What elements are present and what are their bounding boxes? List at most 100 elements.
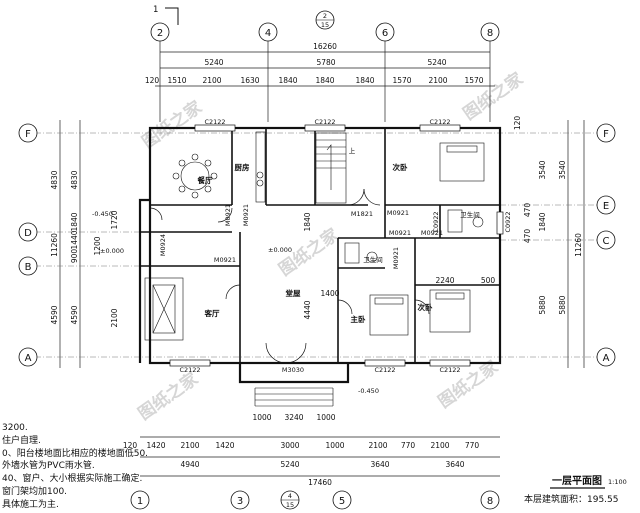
drawing-title: 一层平面图: [552, 475, 602, 487]
axis-label: 6: [382, 28, 388, 39]
dim-entry: 1000: [316, 413, 335, 422]
dim-left-inner: 4590: [70, 305, 79, 324]
stair-up-label: 上: [349, 146, 356, 155]
axis-lines: [35, 132, 605, 358]
dim-top-fine: 1840: [278, 76, 297, 85]
dim-left-outer: 4830: [50, 170, 59, 189]
note-line: 0、阳台楼地面比相应的楼地面低50.: [2, 447, 148, 459]
floor-area: 本层建筑面积：195.55: [524, 493, 619, 505]
axis-label: 2: [157, 28, 163, 39]
room-bath-2: 卫生间: [460, 210, 480, 219]
drawing-scale: 1:100: [608, 478, 627, 486]
dim-bottom-mid: 5240: [280, 460, 299, 469]
axis-sub-label: 15: [321, 21, 329, 29]
dim-bottom-fine: 1000: [325, 441, 344, 450]
axis-label: 2: [323, 12, 327, 20]
dim-top-mid: 5240: [204, 58, 223, 67]
dim-right-edge: 120: [513, 116, 522, 131]
dim-top-fine: 1630: [240, 76, 259, 85]
dim-room: 500: [481, 276, 496, 285]
dim-top-fine: 1570: [392, 76, 411, 85]
watermark: 图纸之家: [134, 368, 202, 424]
dim-top-fine: 2100: [428, 76, 447, 85]
entry-steps: [254, 387, 334, 407]
dim-left-fine: 1720: [110, 210, 119, 229]
level-mark: -0.450: [358, 387, 379, 395]
axis-label: C: [603, 236, 610, 247]
furniture: [144, 131, 485, 341]
staircase: [315, 132, 347, 204]
window-tag: C2122: [204, 118, 225, 126]
dim-top-total: 16260: [313, 42, 337, 51]
room-hall: 堂屋: [286, 288, 301, 298]
axis-label: 8: [487, 496, 493, 507]
axis-label: 4: [265, 28, 271, 39]
dim-bottom-fine: 2100: [368, 441, 387, 450]
axis-label: A: [25, 353, 32, 364]
room-kitchen: 厨房: [235, 162, 250, 172]
dim-top-mid: 5780: [316, 58, 335, 67]
dim-entry: 1000: [252, 413, 271, 422]
axis-label: 5: [339, 496, 345, 507]
dim-left-inner: 1200: [93, 236, 102, 255]
axis-sub-dividers: [281, 19, 334, 501]
dim-bottom-fine: 1420: [215, 441, 234, 450]
dim-bottom-fine: 770: [465, 441, 480, 450]
axis-label: 3: [237, 496, 243, 507]
window-tag: C0922: [504, 211, 512, 232]
dim-left-inner: 1440: [70, 230, 79, 249]
window-tag: C0922: [432, 211, 440, 232]
section-mark: [165, 7, 179, 25]
note-line: 住户自理.: [2, 434, 41, 446]
window-tag: C2122: [429, 118, 450, 126]
window-tag: C2122: [374, 366, 395, 374]
dim-left-inner: 1840: [70, 212, 79, 231]
title-block: 一层平面图 1:100 本层建筑面积：195.55: [524, 475, 627, 505]
door-swings: [149, 188, 430, 364]
dim-mid-vertical: 4440: [303, 300, 312, 319]
dim-left-outer: 4590: [50, 305, 59, 324]
room-dining: 餐厅: [197, 175, 213, 185]
dim-right-outer: 3540: [558, 160, 567, 179]
dim-bottom-fine: 3000: [280, 441, 299, 450]
dim-right-inner: 470: [523, 203, 532, 218]
dim-top-fine: 1840: [355, 76, 374, 85]
window-tag: C2122: [314, 118, 335, 126]
note-line: 具体施工为主.: [2, 498, 59, 510]
dim-bottom-mid: 3640: [445, 460, 464, 469]
dimension-texts: 16260 5240 5780 5240 120 1510 2100 1630 …: [123, 42, 496, 487]
dim-right-inner: 5880: [538, 295, 547, 314]
door-tag: M0921: [421, 229, 443, 237]
dim-top-fine: 2100: [202, 76, 221, 85]
dim-top-fine: 1840: [315, 76, 334, 85]
dim-top-edge: 120: [145, 76, 160, 85]
dim-bottom-mid: 3640: [370, 460, 389, 469]
room-labels: 餐厅 厨房 次卧 客厅 堂屋 主卧 次卧 卫生间 卫生间 上: [197, 146, 480, 324]
dim-bottom-fine: 2100: [180, 441, 199, 450]
general-notes: 3200. 住户自理. 0、阳台楼地面比相应的楼地面低50. 外墙水管为PVC雨…: [2, 423, 148, 510]
dim-bottom-fine: 770: [401, 441, 416, 450]
note-line: 40、窗户、大小根据实际施工确定.: [2, 472, 142, 484]
dim-room: 1400: [320, 289, 339, 298]
opening-tags: C2122 C2122 C2122 C2122 C2122 C2122 C092…: [159, 118, 512, 374]
level-mark: ±0.000: [268, 246, 292, 254]
room-living: 客厅: [204, 308, 220, 318]
dim-top-fine: 1570: [464, 76, 483, 85]
axis-label: B: [25, 262, 32, 273]
dim-bottom-total: 17460: [308, 478, 332, 487]
axis-label: F: [25, 129, 31, 140]
note-line: 3200.: [2, 423, 28, 433]
room-bedroom-2: 次卧: [418, 302, 433, 312]
level-mark: -0.450: [92, 210, 113, 218]
note-line: 窗门架均加100.: [2, 485, 67, 497]
dim-right-outer: 11260: [574, 233, 583, 257]
dim-bottom-fine: 2100: [430, 441, 449, 450]
dim-room: 2240: [435, 276, 454, 285]
window-tag: C2122: [179, 366, 200, 374]
axis-label: 8: [487, 28, 493, 39]
windows: [169, 124, 504, 367]
door-tag: M0921: [389, 229, 411, 237]
room-bath-1: 卫生间: [363, 255, 383, 264]
dim-left-inner: 4830: [70, 170, 79, 189]
dim-left-inner: 900: [70, 249, 79, 264]
